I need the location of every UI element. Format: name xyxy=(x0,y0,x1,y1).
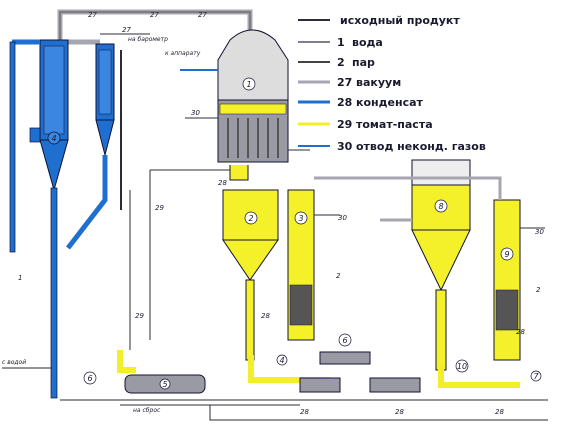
line-label-28c: 28 xyxy=(516,328,525,336)
note-to-water: с водой xyxy=(2,359,26,366)
thin-lines xyxy=(60,169,548,421)
line-label-2b: 2 xyxy=(536,286,541,294)
legend-label-vacuum: вакуум xyxy=(356,76,401,89)
secondary-pipes xyxy=(314,176,502,222)
line-label-28-bot-a: 28 xyxy=(300,408,309,416)
heater-9: 9 30 2 xyxy=(493,199,545,361)
line-label-30b: 30 xyxy=(338,214,347,222)
legend-label-condensate: конденсат xyxy=(356,96,424,109)
line-label-30a: 30 xyxy=(191,109,200,117)
legend: исходный продукт 1 вода 2 пар 27 вакуум … xyxy=(298,14,486,153)
legend-code-28: 28 xyxy=(337,96,352,109)
legend-label-product: исходный продукт xyxy=(340,14,460,27)
line-label-1a: 1 xyxy=(18,274,22,282)
legend-label-water: вода xyxy=(352,36,383,49)
note-to-apparatus: к аппарату xyxy=(165,50,201,57)
barometric-condenser: 4 xyxy=(9,39,69,399)
legend-code-30: 30 xyxy=(337,140,353,153)
equipment-number-6: 6 xyxy=(87,374,92,383)
evaporator-1: 2 xyxy=(222,189,279,361)
legend-label-tomato-paste: томат-паста xyxy=(356,118,433,131)
equipment-number-9: 9 xyxy=(504,250,509,259)
equipment-number-1: 1 xyxy=(246,80,251,89)
legend-code-1: 1 xyxy=(337,36,345,49)
equipment-number-7: 7 xyxy=(533,372,539,381)
equipment-number-4: 4 xyxy=(51,134,56,143)
note-drain: на сброс xyxy=(133,407,161,414)
legend-code-27: 27 xyxy=(337,76,352,89)
legend-code-29: 29 xyxy=(337,118,352,131)
top-separator: 1 к аппарату xyxy=(165,29,289,181)
note-to-barometric: на барометр xyxy=(128,36,168,43)
legend-code-2: 2 xyxy=(337,56,345,69)
legend-label-steam: пар xyxy=(352,56,375,69)
equipment-number-2: 2 xyxy=(248,214,253,223)
line-label-29a: 29 xyxy=(155,204,164,212)
line-label-27c: 27 xyxy=(198,11,207,19)
line-label-2a: 2 xyxy=(336,272,341,280)
line-label-28b: 28 xyxy=(261,312,270,320)
line-label-28-bot-c: 28 xyxy=(495,408,504,416)
equipment-number-pump-a: 4 xyxy=(279,356,284,365)
line-label-27b: 27 xyxy=(150,11,159,19)
line-label-27d: 27 xyxy=(122,26,131,34)
equipment-number-8: 8 xyxy=(438,202,443,211)
catchall-separator xyxy=(66,43,122,250)
legend-label-gas-vent: отвод неконд. газов xyxy=(356,140,486,153)
bottom-equipment: 5 6 на сброс 6 4 10 7 xyxy=(83,333,542,414)
heater-3: 3 30 2 xyxy=(287,189,347,341)
line-label-29b: 29 xyxy=(135,312,144,320)
evaporator-8: 8 xyxy=(411,159,471,371)
line-label-27a: 27 xyxy=(88,11,97,19)
equipment-number-pump-d: 6 xyxy=(342,336,347,345)
line-label-28-bot-b: 28 xyxy=(395,408,404,416)
line-label-30c: 30 xyxy=(535,228,544,236)
equipment-number-5: 5 xyxy=(162,380,167,389)
equipment-number-3: 3 xyxy=(298,214,303,223)
equipment-number-10: 10 xyxy=(457,362,467,371)
line-label-28a: 28 xyxy=(218,179,227,187)
